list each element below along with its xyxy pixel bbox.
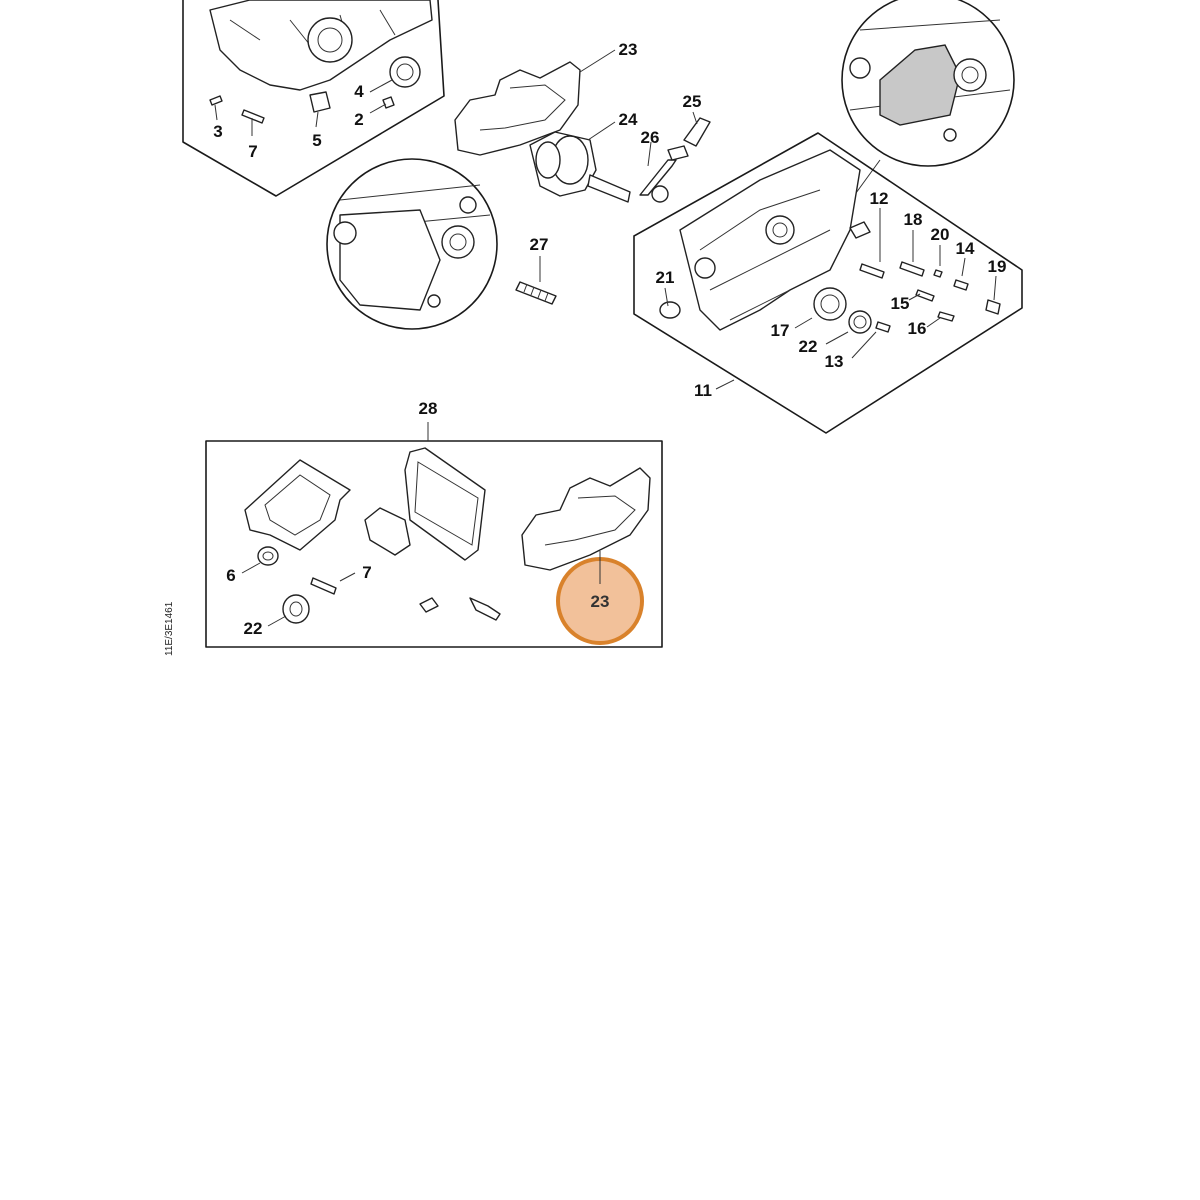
label-14[interactable]: 14 [956, 239, 975, 258]
label-22-box[interactable]: 22 [244, 619, 263, 638]
pipe-26 [639, 145, 689, 203]
label-22-mid[interactable]: 22 [799, 337, 818, 356]
label-24[interactable]: 24 [619, 110, 638, 129]
label-17[interactable]: 17 [771, 321, 790, 340]
label-4[interactable]: 4 [354, 82, 364, 101]
label-12[interactable]: 12 [870, 189, 889, 208]
stud-27 [515, 281, 557, 305]
label-11[interactable]: 11 [694, 381, 712, 400]
label-5[interactable]: 5 [312, 131, 321, 150]
crankshaft-24 [529, 131, 631, 203]
leader-lines [214, 49, 997, 627]
part-labels: 4 2 3 7 5 23 24 25 26 27 12 18 20 14 19 … [213, 40, 1006, 638]
label-26[interactable]: 26 [641, 128, 660, 147]
label-27[interactable]: 27 [530, 235, 549, 254]
label-7-top[interactable]: 7 [248, 142, 257, 161]
zoom-circle-top-right [839, 0, 1015, 216]
label-2[interactable]: 2 [354, 110, 363, 129]
label-6[interactable]: 6 [226, 566, 235, 585]
label-16[interactable]: 16 [908, 319, 927, 338]
valve-25 [683, 117, 711, 147]
label-13[interactable]: 13 [825, 352, 844, 371]
gasket-23-top [454, 61, 581, 156]
label-15[interactable]: 15 [891, 294, 910, 313]
label-25[interactable]: 25 [683, 92, 702, 111]
label-21[interactable]: 21 [656, 268, 675, 287]
label-19[interactable]: 19 [988, 257, 1007, 276]
reference-code: 11E/3E1461 [164, 601, 175, 656]
label-18[interactable]: 18 [904, 210, 923, 229]
zoom-circle-middle [326, 158, 498, 330]
label-28[interactable]: 28 [419, 399, 438, 418]
highlight-label: 23 [591, 592, 610, 611]
gasket-kit-box-28 [205, 422, 663, 648]
highlight-marker-23[interactable]: 23 [556, 551, 644, 645]
label-7-box[interactable]: 7 [362, 563, 371, 582]
label-20[interactable]: 20 [931, 225, 950, 244]
crankcase-box-left [182, 0, 445, 197]
crankcase-box-11 [633, 132, 1023, 434]
label-23-top[interactable]: 23 [619, 40, 638, 59]
label-3[interactable]: 3 [213, 122, 222, 141]
